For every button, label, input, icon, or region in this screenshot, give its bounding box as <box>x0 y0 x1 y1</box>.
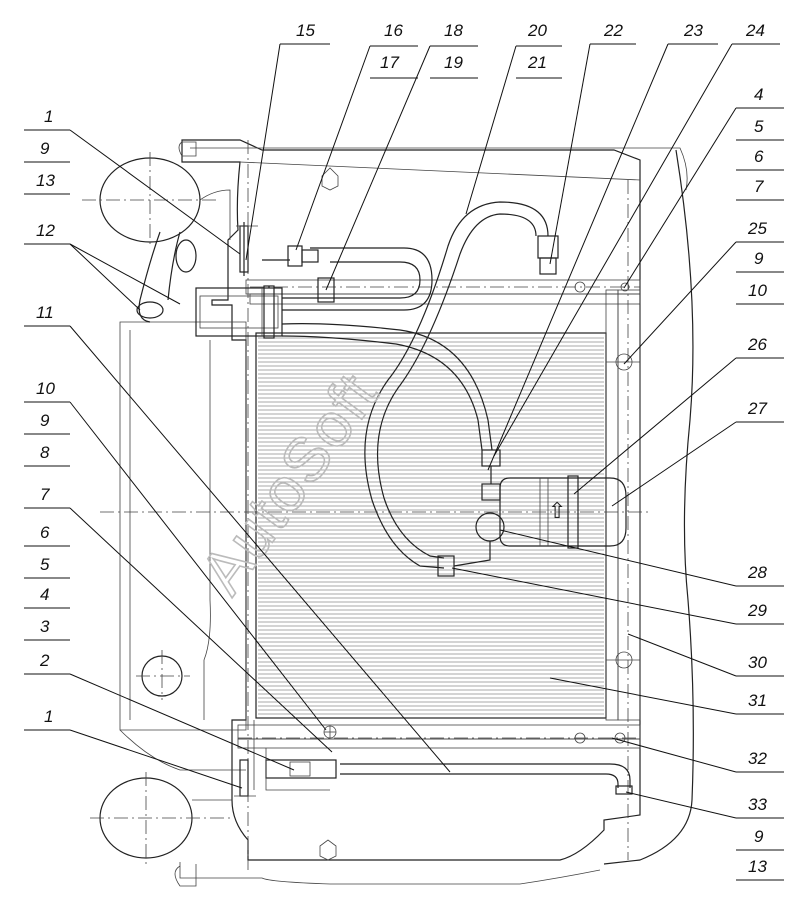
callout-5-right: 5 <box>754 117 764 136</box>
callout-3-left: 3 <box>40 617 50 636</box>
callout-26: 26 <box>747 335 767 354</box>
callout-17: 17 <box>380 53 399 72</box>
callout-30: 30 <box>748 653 767 672</box>
callout-9-left-upper: 9 <box>40 139 50 158</box>
callout-9-right-lower: 9 <box>754 827 764 846</box>
callout-11: 11 <box>36 303 54 322</box>
callout-9-left-lower: 9 <box>40 411 50 430</box>
connecting-hose <box>281 323 501 501</box>
top-tank <box>245 279 641 305</box>
callout-20: 20 <box>527 21 547 40</box>
radiator-core <box>255 332 607 719</box>
callout-22: 22 <box>603 21 623 40</box>
callout-15: 15 <box>296 21 315 40</box>
right-tank <box>605 180 641 860</box>
left-side-panel <box>119 321 247 771</box>
callout-23: 23 <box>683 21 703 40</box>
right-brackets <box>606 353 640 669</box>
callout-4-right: 4 <box>754 85 763 104</box>
callout-10-left: 10 <box>36 379 55 398</box>
callout-32: 32 <box>748 749 767 768</box>
callout-27: 27 <box>747 399 767 418</box>
callout-29: 29 <box>747 601 767 620</box>
callout-28: 28 <box>747 563 767 582</box>
callout-7-right: 7 <box>754 177 764 196</box>
callout-7-left: 7 <box>40 485 50 504</box>
top-hex-nut <box>321 167 339 191</box>
callout-labels: 15 16 17 18 19 20 21 22 23 24 4 5 6 7 25… <box>36 21 767 876</box>
callout-25: 25 <box>747 219 767 238</box>
bottom-left-clamp <box>234 720 337 797</box>
callout-21: 21 <box>527 53 547 72</box>
callout-18: 18 <box>444 21 463 40</box>
callout-8-left: 8 <box>40 443 50 462</box>
middle-left-duct <box>136 650 190 700</box>
bottom-return-pipe <box>340 763 633 795</box>
callout-33: 33 <box>748 795 767 814</box>
bottom-hex-nut <box>319 839 337 861</box>
callout-6-right: 6 <box>754 147 764 166</box>
callout-6-left: 6 <box>40 523 50 542</box>
bottom-tank <box>237 724 641 749</box>
callout-12: 12 <box>36 221 55 240</box>
callout-9-right-upper: 9 <box>754 249 764 268</box>
housing-outline <box>174 139 694 887</box>
callout-24: 24 <box>745 21 765 40</box>
watermark: AutoSoft <box>188 360 393 606</box>
upper-hose-fitting <box>195 222 433 339</box>
leader-lines <box>24 43 784 881</box>
callout-19: 19 <box>444 53 463 72</box>
callout-4-left: 4 <box>40 585 49 604</box>
callout-1-bottom-left: 1 <box>44 707 53 726</box>
flow-arrow-icon: ⇧ <box>548 499 566 524</box>
lower-left-duct <box>90 772 232 868</box>
callout-16: 16 <box>384 21 403 40</box>
callout-13-left: 13 <box>36 171 55 190</box>
flexible-hose <box>364 201 559 577</box>
upper-left-duct <box>82 152 231 323</box>
callout-31: 31 <box>748 691 767 710</box>
callout-1-top-left: 1 <box>44 107 53 126</box>
callout-5-left: 5 <box>40 555 50 574</box>
callout-10-right: 10 <box>748 281 767 300</box>
callout-13-right: 13 <box>748 857 767 876</box>
expansion-tank: ⇧ <box>453 475 627 567</box>
callout-2-left: 2 <box>39 651 50 670</box>
